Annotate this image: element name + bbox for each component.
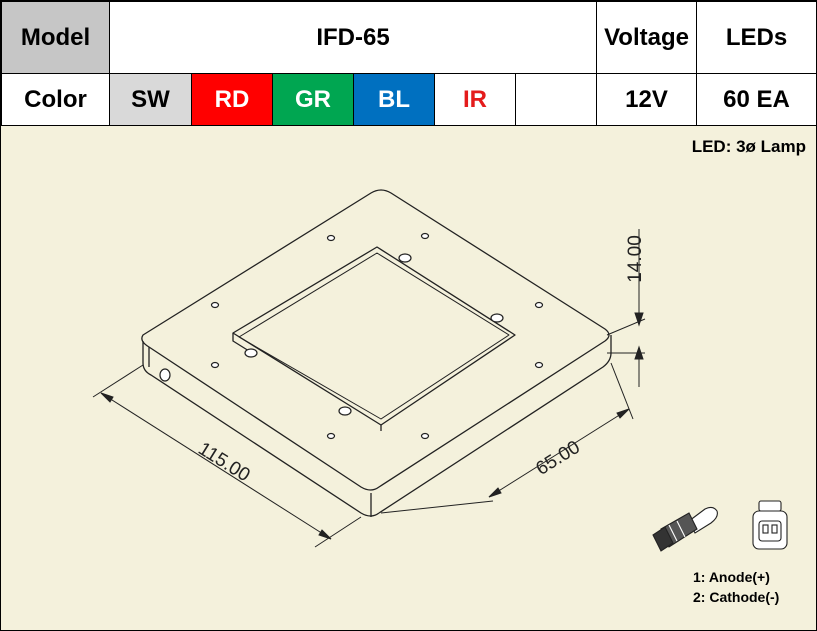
plate-right-side: [378, 335, 612, 514]
model-label: Model: [1, 1, 110, 74]
led-info: LED: 3ø Lamp: [691, 137, 806, 156]
dim-height-label: 14.00: [625, 235, 646, 283]
color-rd: RD: [191, 73, 273, 126]
connector-plug-icon: [652, 506, 718, 552]
color-gr: GR: [272, 73, 354, 126]
mounting-holes: [159, 232, 544, 440]
pin-2-label: 2: Cathode(-): [693, 589, 780, 605]
spec-table: Model IFD-65 Voltage LEDs Color SW RD GR…: [1, 1, 817, 126]
dimension-lines: [92, 229, 646, 548]
window-cutout: [232, 246, 516, 426]
color-sw: SW: [109, 73, 192, 126]
dim-width-label: 65.00: [532, 437, 583, 480]
connector-socket-icon: [752, 500, 788, 550]
color-label: Color: [1, 73, 110, 126]
leds-value: 60 EA: [696, 73, 817, 126]
plate-front-side: [142, 341, 380, 517]
pin-1-label: 1: Anode(+): [693, 569, 770, 585]
voltage-label: Voltage: [596, 1, 698, 74]
plate-top-face: [141, 189, 610, 491]
voltage-value: 12V: [596, 73, 698, 126]
color-bl: BL: [353, 73, 435, 126]
pin-legend: 1: Anode(+) 2: Cathode(-): [693, 567, 779, 607]
color-empty: [514, 73, 598, 126]
dim-length-label: 115.00: [194, 438, 253, 486]
model-value: IFD-65: [108, 1, 598, 74]
